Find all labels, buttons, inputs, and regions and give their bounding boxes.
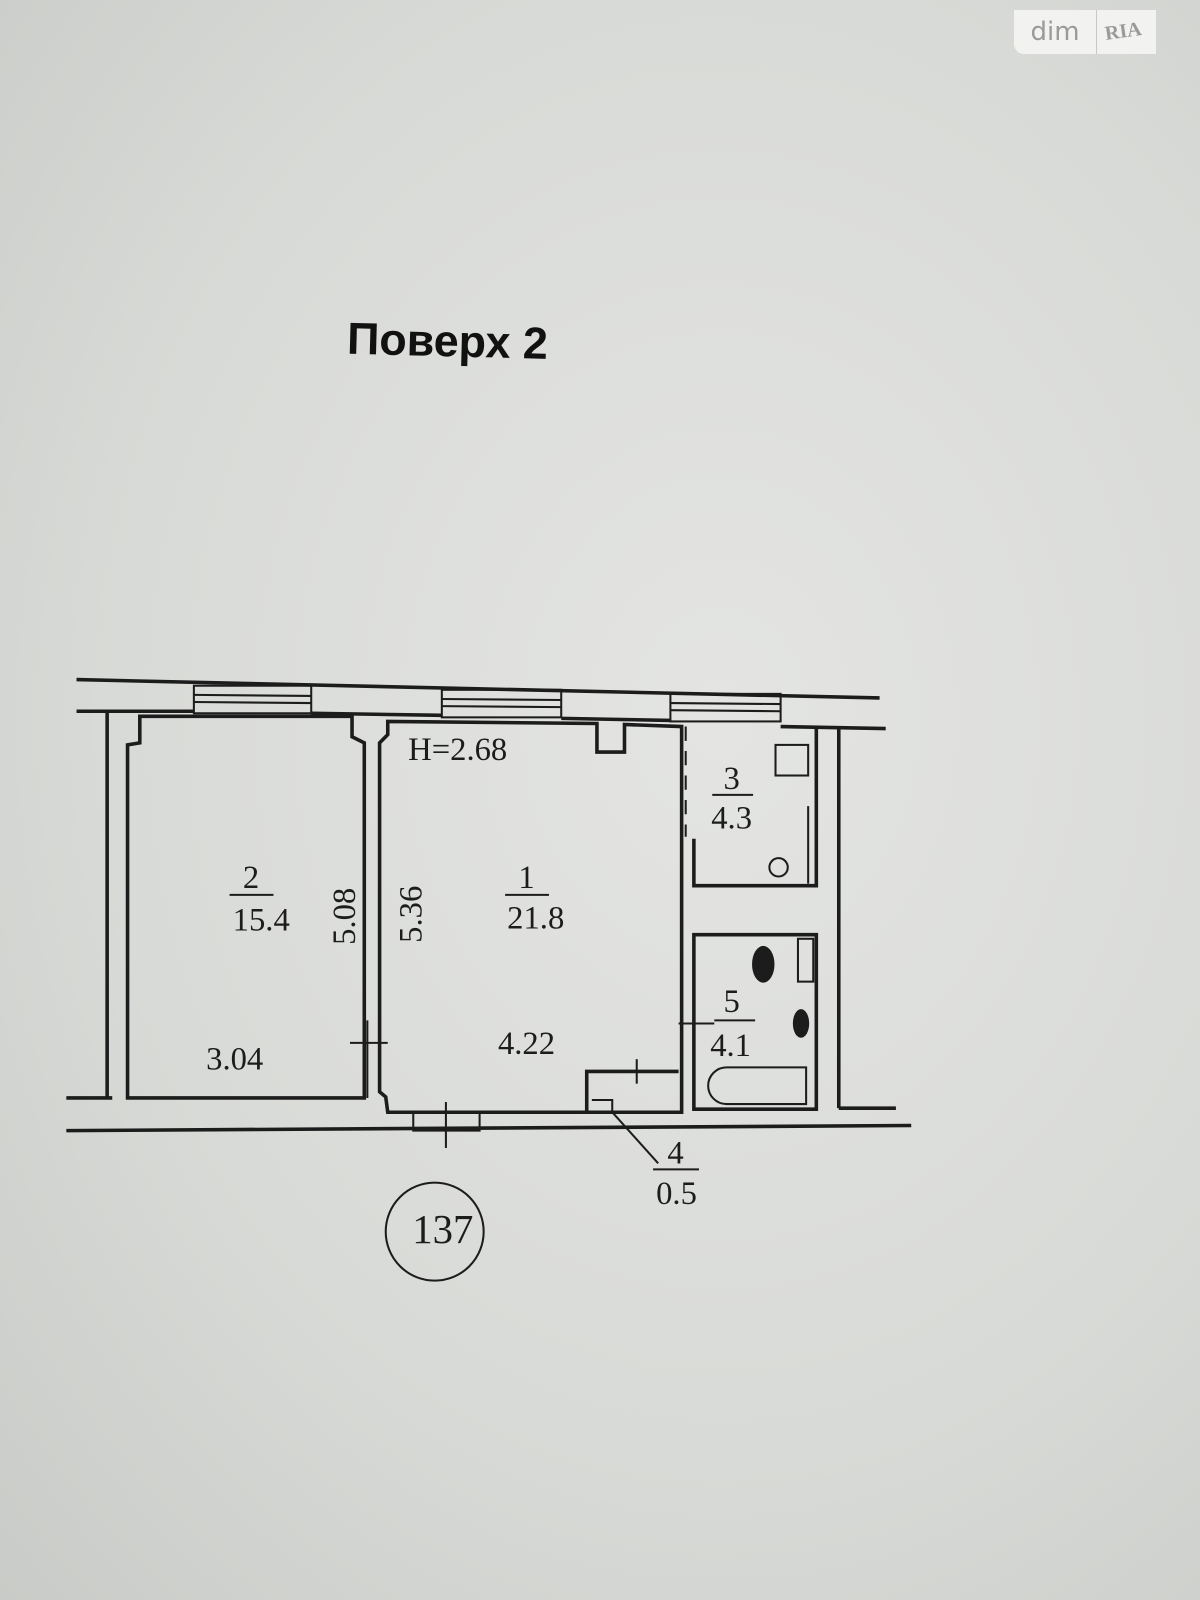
room-5-number: 5 <box>723 984 739 1020</box>
room-1-walls <box>377 719 699 1171</box>
outer-walls <box>66 677 912 1133</box>
room-3-number: 3 <box>723 761 739 797</box>
room-3-walls <box>684 726 819 888</box>
room-1-width: 4.22 <box>498 1026 555 1062</box>
room-2-walls <box>125 714 388 1100</box>
room-5-area: 4.1 <box>710 1028 751 1064</box>
room-2-area: 15.4 <box>233 903 290 939</box>
room-1-area: 21.8 <box>507 901 564 937</box>
room-5-walls <box>678 932 819 1111</box>
windows <box>192 684 782 723</box>
room-3-area: 4.3 <box>711 801 752 837</box>
room-4-area: 0.5 <box>656 1176 697 1212</box>
room-3-label: 3 4.3 <box>711 761 754 837</box>
room-2-width: 3.04 <box>206 1041 263 1077</box>
dimria-watermark: dim RIA <box>1014 10 1156 54</box>
apartment-number: 137 <box>412 1207 473 1252</box>
floor-title: Поверх 2 <box>346 313 548 369</box>
ceiling-height: H=2.68 <box>408 732 507 768</box>
room-4-number: 4 <box>667 1135 683 1171</box>
room-1-length: 5.36 <box>393 886 429 943</box>
room-1-label: 1 21.8 <box>505 860 564 937</box>
room-4-label: 4 0.5 <box>656 1135 697 1212</box>
room-2-label: 2 15.4 <box>229 860 290 939</box>
room-2-number: 2 <box>243 860 259 896</box>
apartment-number-badge: 137 <box>384 1181 485 1282</box>
room-5-label: 5 4.1 <box>710 984 756 1064</box>
room-2-length: 5.08 <box>327 888 363 945</box>
room-1-number: 1 <box>518 860 534 896</box>
watermark-dim: dim <box>1014 10 1097 54</box>
